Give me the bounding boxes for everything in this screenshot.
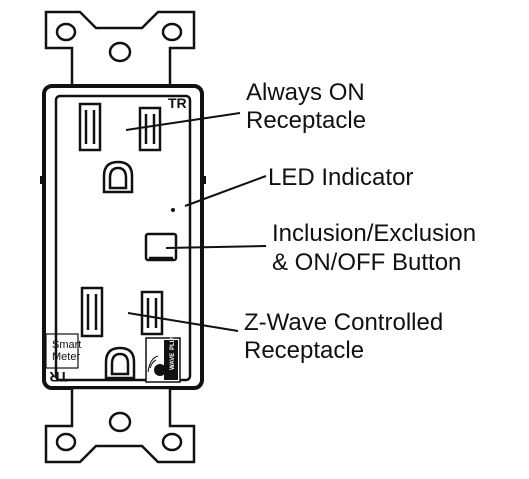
upper-right-slot — [138, 106, 162, 152]
bottom-center-screw-hole — [108, 411, 132, 433]
side-tab-left — [40, 176, 44, 184]
led-indicator-dot — [171, 208, 175, 212]
top-center-screw-hole — [108, 41, 132, 63]
tr-mark-bottom: TR — [49, 369, 68, 385]
lower-left-slot — [80, 286, 104, 338]
top-right-screw-hole — [161, 22, 183, 42]
bottom-mounting-strap — [44, 386, 196, 464]
controlled-label-line2: Receptacle — [244, 337, 364, 364]
button-label-line1: Inclusion/Exclusion — [272, 220, 476, 247]
zwave-logo-wave-text: WAVE — [170, 353, 176, 370]
top-left-screw-hole — [55, 22, 77, 42]
controlled-label-line1: Z-Wave Controlled — [244, 309, 443, 336]
smart-meter-label-line2: Meter — [52, 351, 80, 363]
zwave-logo-icon — [154, 364, 166, 376]
upper-left-slot — [78, 102, 102, 152]
tr-mark-top: TR — [168, 95, 187, 111]
always-on-leader — [125, 112, 241, 131]
zwave-logo-plus-text: PLUS — [170, 334, 176, 350]
upper-receptacle — [78, 102, 162, 194]
zwave-plus-logo: WAVE PLUS — [145, 334, 181, 383]
side-tab-right — [202, 176, 206, 184]
bottom-right-screw-hole — [161, 432, 183, 452]
top-mounting-strap — [44, 10, 196, 88]
smart-meter-label-line1: Smart — [52, 339, 81, 351]
bottom-left-screw-hole — [55, 432, 77, 452]
lower-right-slot — [140, 290, 164, 336]
always-on-label-line2: Receptacle — [246, 107, 366, 134]
controlled-leader — [127, 312, 239, 332]
lower-receptacle — [80, 286, 164, 380]
led-leader — [184, 175, 267, 207]
led-indicator-label: LED Indicator — [268, 164, 413, 191]
smart-meter-label-box — [45, 333, 79, 369]
always-on-label-line1: Always ON — [246, 79, 365, 106]
button-label-line2: & ON/OFF Button — [272, 249, 461, 276]
button-leader — [165, 245, 267, 249]
